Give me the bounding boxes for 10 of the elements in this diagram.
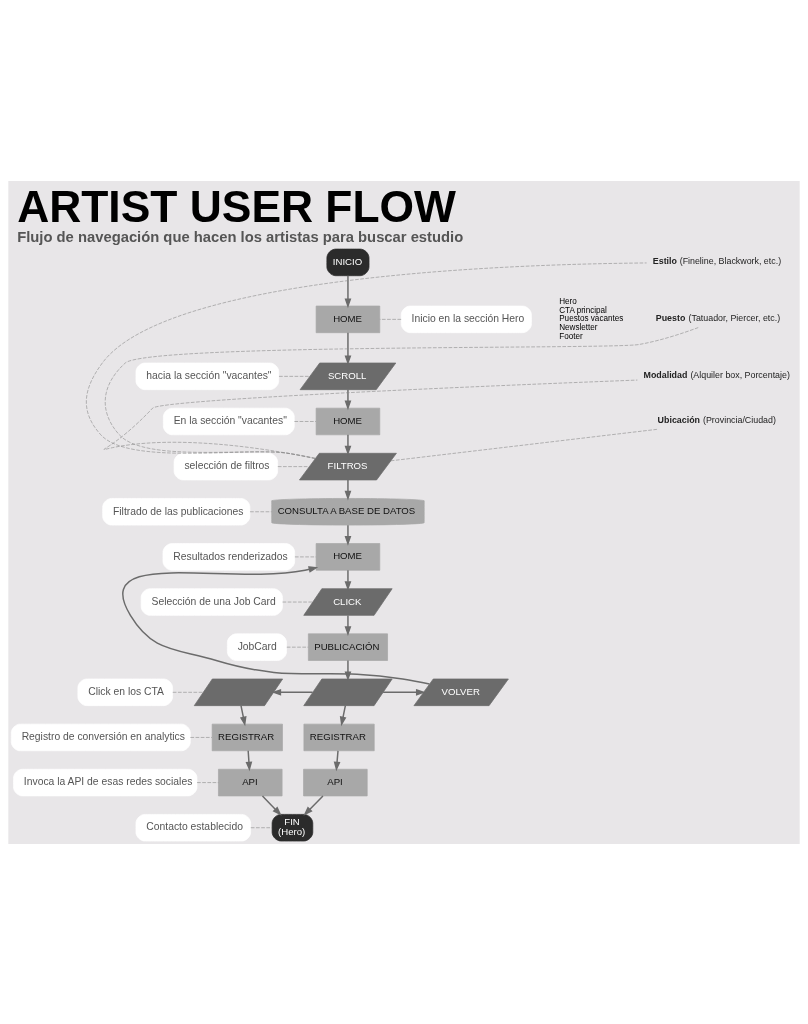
node-label: Footer: [559, 331, 583, 341]
node-text: Ubicación (Provincia/Ciudad): [657, 414, 776, 425]
caption: Flujo de navegación que hacen los artistas para buscar estudio: [17, 228, 464, 245]
node-text: Puesto (Tatuador, Piercer, etc.): [655, 312, 781, 323]
node-text: Estilo (Fineline, Blackwork, etc.): [652, 255, 782, 266]
node-label: CTA principal: [559, 305, 607, 315]
diagram-title: ARTIST USER FLOW: [17, 181, 456, 231]
node-text: Modalidad (Alquiler box, Porcentaje): [643, 369, 790, 380]
node-label: Newsletter: [559, 322, 598, 332]
node-label: Hero: [559, 296, 577, 306]
